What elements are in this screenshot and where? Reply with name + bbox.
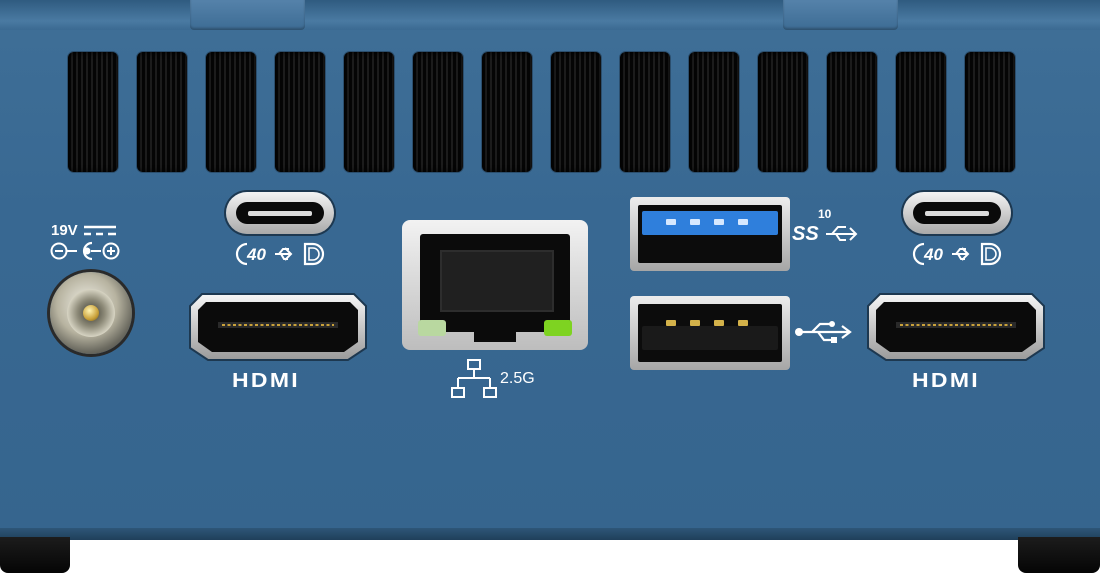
rj45-contacts (440, 250, 554, 312)
voltage-label: 19V (51, 222, 78, 239)
usb-superspeed-gen-label: 10 (818, 207, 832, 221)
hdmi-shell-icon (867, 293, 1045, 361)
vent-slot (551, 52, 601, 172)
ethernet-speed-label: 2.5G (500, 370, 535, 387)
vent-slot (620, 52, 670, 172)
usb3-tongue (642, 211, 778, 235)
usb-a-superspeed-port[interactable] (630, 197, 790, 271)
hdmi-port-right[interactable] (866, 292, 1046, 362)
usb-pin (666, 219, 676, 225)
vent-slot (896, 52, 946, 172)
usb-pin (714, 320, 724, 326)
dc-polarity-icon (50, 241, 120, 261)
vent-slot (275, 52, 325, 172)
vent-slot (206, 52, 256, 172)
usb-pin (690, 219, 700, 225)
vent-slot (758, 52, 808, 172)
vent-slot (137, 52, 187, 172)
ethernet-led-left (418, 320, 446, 336)
usb-pin (690, 320, 700, 326)
usb-icon (795, 321, 852, 343)
thunderbolt-label-left: 40 (247, 245, 266, 264)
hdmi-shell-icon (189, 293, 367, 361)
usb-pin (666, 320, 676, 326)
usb-pin (714, 219, 724, 225)
ventilation-grille (68, 52, 1018, 172)
usb-c-tongue (248, 211, 312, 216)
usb-c-port-left[interactable] (226, 192, 334, 234)
usb-a-port[interactable] (630, 296, 790, 370)
vent-slot (344, 52, 394, 172)
top-rim (0, 0, 1100, 30)
dc-jack-pin (83, 305, 99, 321)
thunderbolt-usb-displayport-icon (235, 242, 325, 266)
bottom-edge (0, 528, 1100, 540)
dc-symbol-icon (84, 225, 116, 236)
usb-c-port-right[interactable] (903, 192, 1011, 234)
dc-power-jack[interactable] (50, 272, 132, 354)
usb-c-tongue (925, 211, 989, 216)
superspeed-usb-icon: SS (792, 223, 858, 245)
hdmi-label-left: HDMI (232, 370, 300, 392)
usb2-tongue (642, 326, 778, 350)
top-tab-left (190, 0, 305, 30)
top-tab-right (783, 0, 898, 30)
rubber-foot-left (0, 537, 70, 573)
rj45-latch (474, 332, 516, 342)
usb-pin (738, 219, 748, 225)
mini-pc-rear-panel: 19V 40 (0, 0, 1100, 540)
ethernet-led-right (544, 320, 572, 336)
vent-slot (827, 52, 877, 172)
vent-slot (68, 52, 118, 172)
thunderbolt-label-right: 40 (924, 245, 943, 264)
hdmi-port-left[interactable] (188, 292, 368, 362)
rubber-foot-right (1018, 537, 1100, 573)
network-icon (451, 359, 497, 398)
hdmi-label-right: HDMI (912, 370, 980, 392)
vent-slot (689, 52, 739, 172)
vent-slot (965, 52, 1015, 172)
vent-slot (482, 52, 532, 172)
ethernet-port[interactable] (402, 220, 588, 350)
vent-slot (413, 52, 463, 172)
thunderbolt-usb-displayport-icon (912, 242, 1002, 266)
svg-text:SS: SS (792, 223, 819, 245)
usb-pin (738, 320, 748, 326)
